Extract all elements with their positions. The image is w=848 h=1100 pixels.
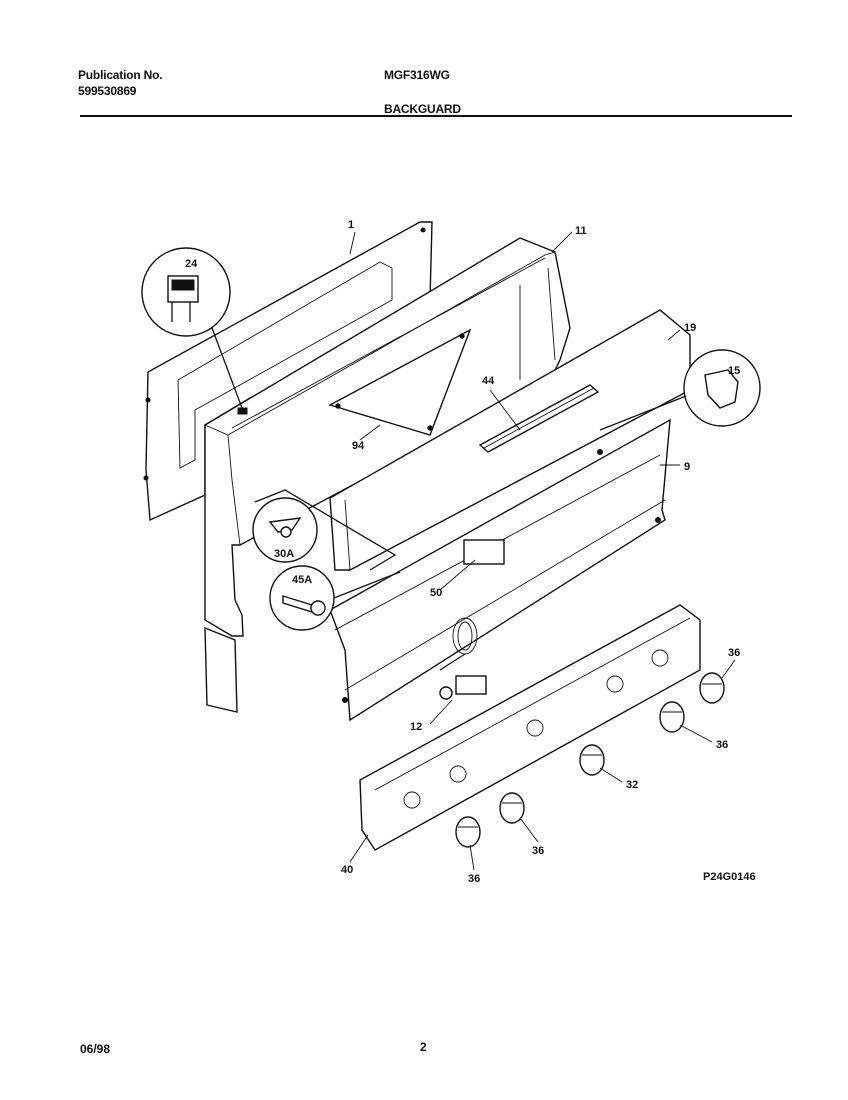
knob-36-lower-left: [455, 816, 481, 848]
manifold-panel: [359, 604, 701, 851]
callout-12: 12: [410, 721, 422, 733]
callout-36-b: 36: [716, 739, 728, 751]
callout-32: 32: [626, 779, 638, 791]
callout-19: 19: [684, 322, 696, 334]
detail-45a-screw: [269, 565, 401, 631]
callout-40: 40: [341, 864, 353, 876]
callout-9: 9: [684, 461, 690, 473]
footer-date: 06/98: [80, 1042, 111, 1056]
knob-36-upper-right: [699, 672, 725, 704]
detail-30a-wingnut: [252, 489, 397, 571]
trim-strip: [478, 384, 600, 453]
callout-24: 24: [185, 258, 198, 270]
callout-36-d: 36: [468, 873, 480, 885]
triangle-bracket: [328, 328, 472, 436]
backguard-shell: [204, 237, 571, 637]
callout-50: 50: [430, 587, 442, 599]
header-rule: [80, 115, 792, 117]
callout-44: 44: [482, 375, 495, 387]
knob-36-mid-right: [659, 701, 685, 733]
detail-24-switch: [141, 247, 243, 409]
callout-45a: 45A: [292, 574, 312, 586]
publication-number: 599530869: [78, 84, 137, 98]
callout-94: 94: [352, 440, 365, 452]
left-upright: [204, 626, 238, 713]
drawing-id: P24G0146: [703, 871, 756, 883]
section-title: BACKGUARD: [384, 102, 461, 116]
knob-36-lower-mid: [499, 792, 525, 824]
knob-32: [579, 744, 605, 776]
page-number: 2: [420, 1040, 427, 1054]
callout-30a: 30A: [274, 548, 294, 560]
valve-assembly: [439, 617, 487, 700]
callout-36-a: 36: [728, 647, 740, 659]
model-number: MGF316WG: [384, 68, 450, 82]
callout-36-c: 36: [532, 845, 544, 857]
callout-15: 15: [728, 365, 740, 377]
publication-label: Publication No.: [78, 68, 163, 82]
leader-lines: [349, 231, 736, 871]
callout-1: 1: [348, 219, 354, 231]
callout-11: 11: [575, 225, 587, 237]
detail-15-clip: [599, 349, 761, 431]
control-panel: [329, 418, 671, 722]
